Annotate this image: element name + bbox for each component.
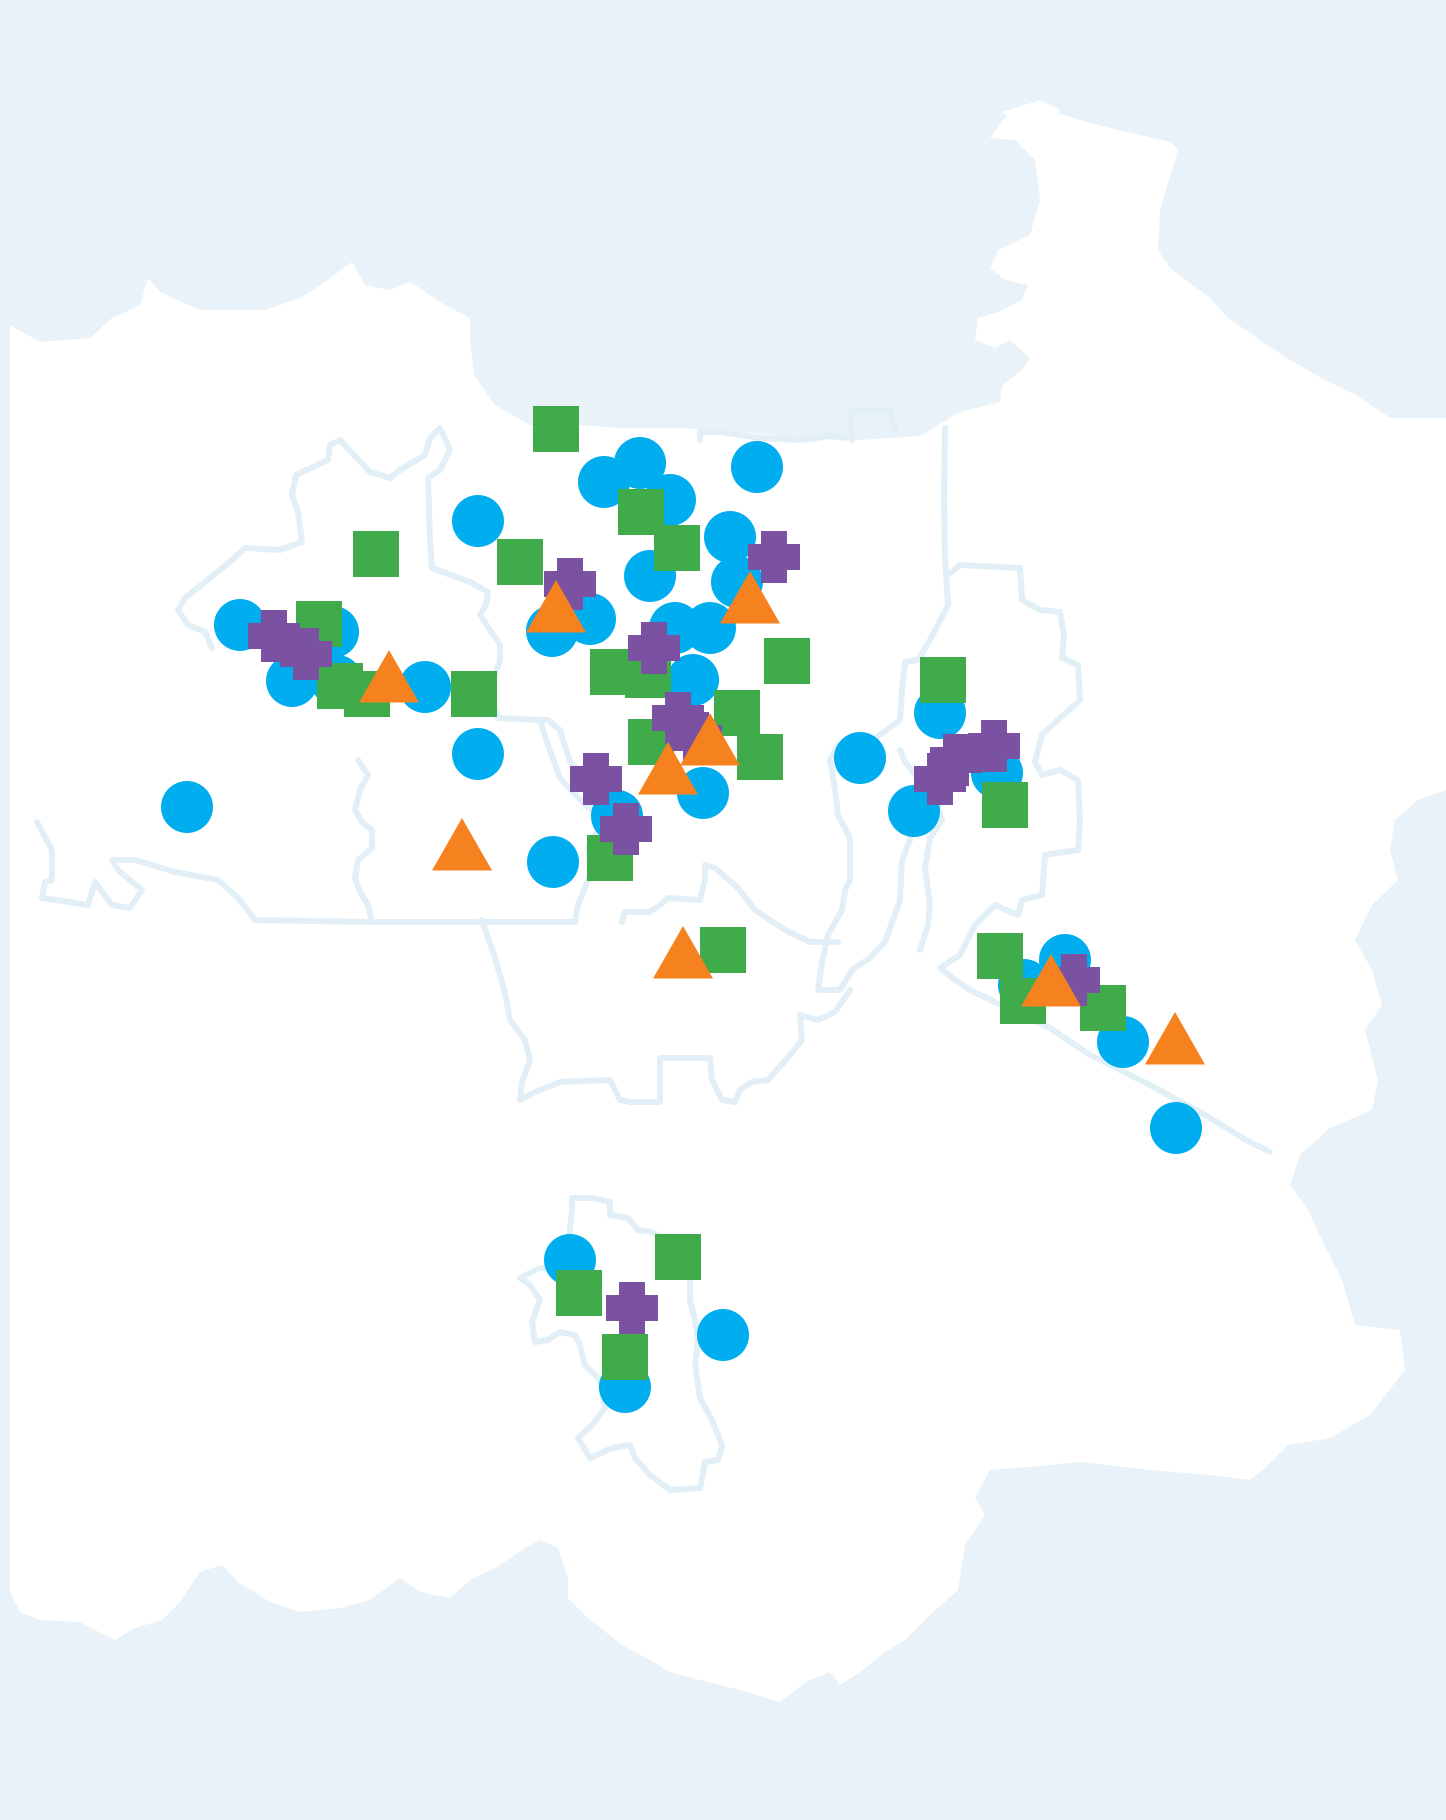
region-border-south: [479, 917, 853, 1105]
map-marker-circle-icon[interactable]: [161, 781, 213, 833]
map-marker-square-icon[interactable]: [497, 539, 543, 585]
region-border-center-south: [619, 862, 841, 945]
map-marker-circle-icon[interactable]: [527, 836, 579, 888]
map-marker-triangle-icon[interactable]: [1145, 1012, 1205, 1065]
region-border-west: [175, 425, 443, 651]
map-marker-cross-icon[interactable]: [914, 753, 966, 805]
map-marker-cross-icon[interactable]: [748, 531, 800, 583]
map-marker-triangle-icon[interactable]: [680, 713, 740, 766]
map-marker-circle-icon[interactable]: [578, 456, 630, 508]
map-marker-square-icon[interactable]: [602, 1334, 648, 1380]
map-marker-circle-icon[interactable]: [731, 441, 783, 493]
map-marker-square-icon[interactable]: [737, 734, 783, 780]
map-marker-square-icon[interactable]: [700, 927, 746, 973]
map-marker-square-icon[interactable]: [764, 638, 810, 684]
region-border-northeast: [697, 407, 898, 443]
island-north: [1002, 100, 1060, 128]
region-border-east-vertical: [815, 425, 951, 993]
map-marker-square-icon[interactable]: [353, 531, 399, 577]
map-marker-circle-icon[interactable]: [704, 511, 756, 563]
map-marker-cross-icon[interactable]: [600, 803, 652, 855]
map-marker-circle-icon[interactable]: [697, 1309, 749, 1361]
map-marker-circle-icon[interactable]: [452, 495, 504, 547]
marker-layer: [161, 406, 1205, 1413]
map-marker-circle-icon[interactable]: [677, 767, 729, 819]
map-marker-square-icon[interactable]: [654, 525, 700, 571]
region-border-lower: [352, 757, 375, 925]
map-marker-circle-icon[interactable]: [684, 602, 736, 654]
map-marker-square-icon[interactable]: [977, 933, 1023, 979]
region-border-inner-north: [425, 425, 603, 818]
map-marker-triangle-icon[interactable]: [526, 580, 586, 633]
map-marker-cross-icon[interactable]: [606, 1282, 658, 1334]
map-marker-triangle-icon[interactable]: [432, 818, 492, 871]
map-marker-square-icon[interactable]: [655, 1234, 701, 1280]
landmass: [10, 108, 1446, 1702]
map-marker-square-icon[interactable]: [556, 1270, 602, 1316]
map-marker-circle-icon[interactable]: [834, 732, 886, 784]
map-marker-square-icon[interactable]: [982, 782, 1028, 828]
map-marker-cross-icon[interactable]: [280, 628, 332, 680]
map-marker-cross-icon[interactable]: [628, 622, 680, 674]
map-marker-square-icon[interactable]: [451, 671, 497, 717]
map-marker-circle-icon[interactable]: [1150, 1102, 1202, 1154]
map-marker-triangle-icon[interactable]: [638, 742, 698, 795]
map-marker-triangle-icon[interactable]: [359, 650, 419, 703]
map-marker-square-icon[interactable]: [920, 657, 966, 703]
map-marker-triangle-icon[interactable]: [1021, 954, 1081, 1007]
map-marker-triangle-icon[interactable]: [653, 926, 713, 979]
map-marker-triangle-icon[interactable]: [720, 571, 780, 624]
map-marker-square-icon[interactable]: [533, 406, 579, 452]
map-marker-cross-icon[interactable]: [570, 753, 622, 805]
map-marker-circle-icon[interactable]: [452, 728, 504, 780]
